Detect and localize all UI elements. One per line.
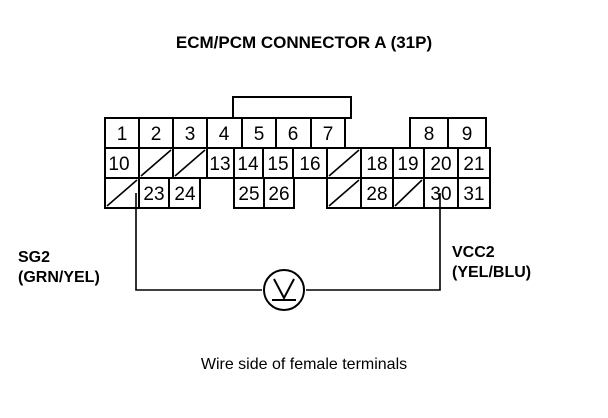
sg2-wire-color: (GRN/YEL) bbox=[18, 269, 100, 286]
vcc2-label: VCC2 bbox=[452, 244, 495, 261]
pin-label-9: 9 bbox=[462, 124, 473, 145]
pin-label-7: 7 bbox=[323, 124, 334, 145]
probe-wire-vcc2 bbox=[306, 193, 441, 291]
blank-slash-12 bbox=[174, 149, 206, 177]
pin-label-6: 6 bbox=[288, 124, 299, 145]
pin-label-20: 20 bbox=[430, 154, 451, 175]
pin-label-18: 18 bbox=[366, 154, 387, 175]
pin-label-8: 8 bbox=[424, 124, 435, 145]
blank-slash-29 bbox=[394, 179, 423, 207]
pin-cell-24 bbox=[168, 177, 201, 209]
voltmeter-icon bbox=[263, 269, 305, 311]
pin-label-10: 10 bbox=[108, 154, 129, 175]
pin-label-15: 15 bbox=[267, 154, 288, 175]
blank-slash-22 bbox=[106, 179, 138, 207]
pin-label-28: 28 bbox=[366, 184, 387, 205]
connector-row-2: 10 13 14 15 16 18 19 20 21 bbox=[104, 147, 491, 179]
sg2-label: SG2 bbox=[18, 249, 50, 266]
connector-row-3: 23 24 25 26 28 30 31 bbox=[104, 177, 491, 209]
pin-label-21: 21 bbox=[463, 154, 484, 175]
pin-label-13: 13 bbox=[209, 154, 230, 175]
pin-label-19: 19 bbox=[397, 154, 418, 175]
blank-slash-17 bbox=[328, 149, 360, 177]
blank-slash-27 bbox=[328, 179, 360, 207]
pin-label-26: 26 bbox=[268, 184, 289, 205]
connector-lock-tab bbox=[232, 96, 352, 119]
pin-cell-19 bbox=[392, 147, 425, 179]
pin-cell-26 bbox=[263, 177, 295, 209]
vcc2-wire-color: (YEL/BLU) bbox=[452, 264, 531, 281]
pin-label-25: 25 bbox=[238, 184, 259, 205]
pin-label-1: 1 bbox=[117, 124, 128, 145]
pin-cell-30 bbox=[423, 177, 459, 209]
pin-label-30: 30 bbox=[430, 184, 451, 205]
pin-label-31: 31 bbox=[463, 184, 484, 205]
pin-label-24: 24 bbox=[174, 184, 196, 205]
pin-label-5: 5 bbox=[254, 124, 265, 145]
pin-label-14: 14 bbox=[237, 154, 259, 175]
pin-cell-14 bbox=[233, 147, 264, 179]
pin-label-2: 2 bbox=[151, 124, 162, 145]
diagram-caption: Wire side of female terminals bbox=[201, 356, 407, 373]
probe-wire-sg2 bbox=[135, 193, 262, 291]
pin-cell-21 bbox=[457, 147, 491, 179]
pin-cell-10 bbox=[104, 147, 140, 179]
pin-cell-16 bbox=[292, 147, 328, 179]
pin-cell-28 bbox=[360, 177, 394, 209]
connector-row-1: 1 2 3 4 5 6 7 8 9 bbox=[104, 117, 487, 149]
diagram-title: ECM/PCM CONNECTOR A (31P) bbox=[176, 33, 432, 52]
pin-cell-25 bbox=[233, 177, 265, 209]
pin-label-4: 4 bbox=[219, 124, 230, 145]
blank-slash-11 bbox=[140, 149, 172, 177]
pin-label-3: 3 bbox=[185, 124, 196, 145]
pin-cell-31 bbox=[457, 177, 491, 209]
pin-cell-8 bbox=[409, 117, 449, 149]
pin-label-16: 16 bbox=[299, 154, 320, 175]
pin-label-23: 23 bbox=[143, 184, 164, 205]
